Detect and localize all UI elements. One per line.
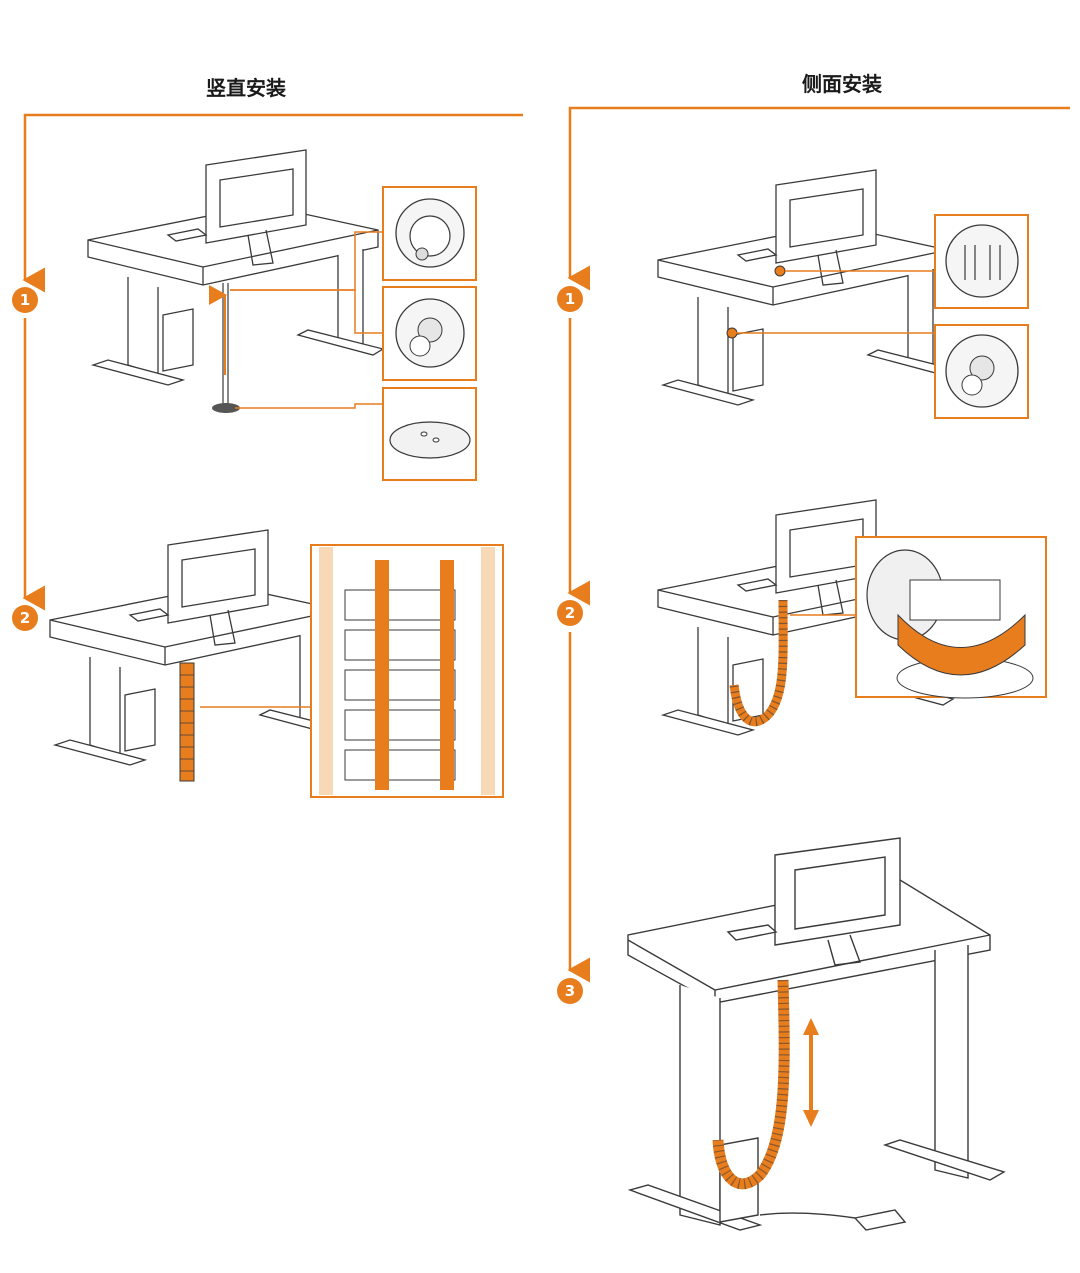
desk-side-step3 — [627, 837, 1006, 1231]
title-side-install: 侧面安装 — [802, 72, 882, 96]
detail-mount-closed — [382, 286, 477, 381]
desk-side-step1 — [657, 169, 954, 406]
callout-lines-s1 — [735, 270, 935, 334]
cable-chain-step3 — [712, 979, 790, 1190]
svg-text:1: 1 — [20, 291, 30, 309]
vertical-timeline — [22, 113, 523, 611]
detail-chain-clip-side — [855, 536, 1047, 699]
svg-text:2: 2 — [565, 604, 575, 622]
detail-mount-open — [382, 186, 477, 281]
step-badge-side-3: 3 — [557, 978, 583, 1004]
title-vertical-install: 竖直安装 — [206, 76, 286, 100]
desk-vertical-step1 — [87, 149, 384, 413]
step-badge-side-2: 2 — [557, 600, 583, 626]
desk-side-step2 — [657, 499, 954, 736]
detail-base-plate — [382, 387, 477, 481]
desk-vertical-step2 — [49, 529, 346, 782]
detail-chain-closeup-vertical — [310, 544, 504, 798]
side-timeline — [567, 106, 1070, 983]
callout-lines-v1 — [230, 231, 383, 409]
svg-text:2: 2 — [20, 609, 30, 627]
step-badge-side-1: 1 — [557, 286, 583, 312]
svg-text:3: 3 — [565, 982, 575, 1000]
detail-side-mount — [934, 324, 1029, 419]
height-adjust-arrow — [803, 1018, 819, 1127]
svg-text:1: 1 — [565, 290, 575, 308]
step-badge-vertical-1: 1 — [12, 287, 38, 313]
detail-side-bracket — [934, 214, 1029, 309]
step-badge-vertical-2: 2 — [12, 605, 38, 631]
